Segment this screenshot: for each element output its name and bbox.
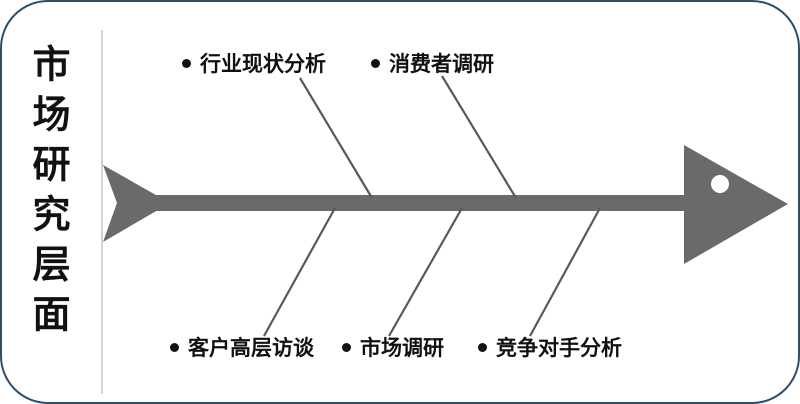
branch-line-top-1 xyxy=(299,77,373,199)
fish-tail xyxy=(103,165,170,242)
bullet-icon xyxy=(182,58,191,68)
fish-head xyxy=(684,145,788,264)
bullet-icon xyxy=(478,342,487,352)
branch-line-top-2 xyxy=(441,75,517,199)
bullet-icon xyxy=(342,342,351,352)
title-divider xyxy=(101,30,103,394)
fish-eye-icon xyxy=(711,175,729,193)
fish-spine xyxy=(152,195,692,211)
bullet-icon xyxy=(371,58,380,68)
branch-line-bottom-2 xyxy=(388,207,463,337)
branch-label-text: 市场调研 xyxy=(360,337,444,360)
branch-label-text: 行业现状分析 xyxy=(200,53,326,76)
branch-label-consumer-research: 消费者调研 xyxy=(371,51,494,76)
branch-label-text: 客户高层访谈 xyxy=(188,337,314,360)
branch-line-bottom-1 xyxy=(263,207,336,337)
branch-label-competitor-analysis: 竞争对手分析 xyxy=(478,335,622,360)
branch-label-market-survey: 市场调研 xyxy=(342,335,444,360)
branch-line-bottom-3 xyxy=(529,207,601,337)
branch-label-client-executive-interview: 客户高层访谈 xyxy=(170,335,314,360)
bullet-icon xyxy=(170,342,179,352)
diagram-title: 市场研究层面 xyxy=(26,44,68,344)
branch-label-text: 消费者调研 xyxy=(389,53,494,76)
branch-label-industry-analysis: 行业现状分析 xyxy=(182,51,326,76)
branch-label-text: 竞争对手分析 xyxy=(496,337,622,360)
